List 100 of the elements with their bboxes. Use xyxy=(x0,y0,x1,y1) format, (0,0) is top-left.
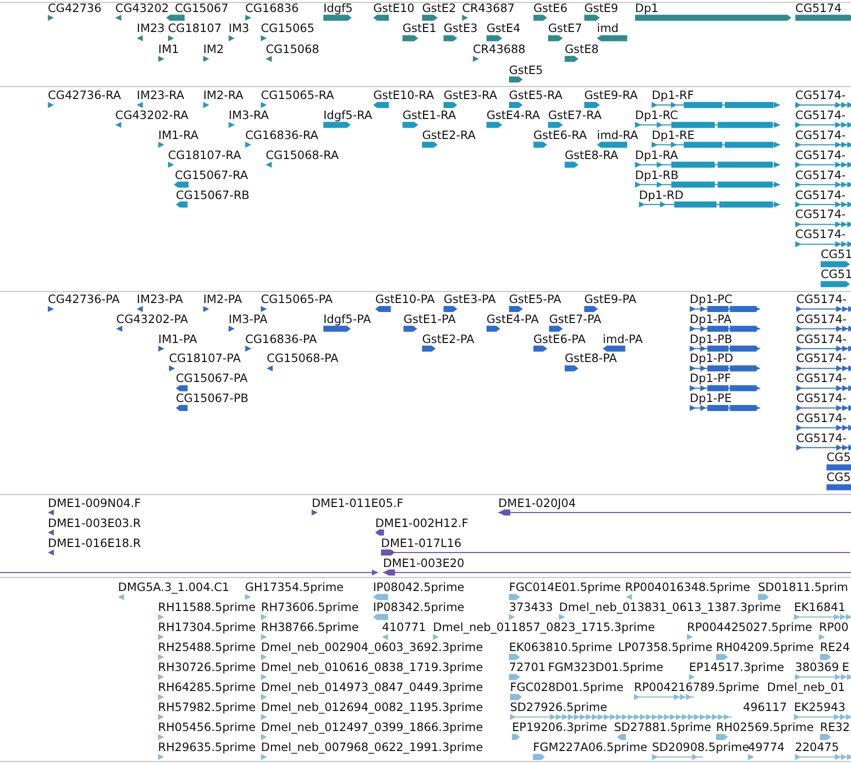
feature-label: CG51 xyxy=(820,268,851,280)
feature-label: FGM227A06.5prime xyxy=(533,741,648,753)
feature-label: CG5174- xyxy=(795,228,846,240)
feature-label: GstE5-RA xyxy=(509,89,563,101)
feature-label: EP19206.3prime xyxy=(512,721,608,733)
feature-label: RP004016348.5prime xyxy=(625,581,750,593)
feature-label: CG18107-RA xyxy=(168,148,242,161)
feature-label: CG15067 xyxy=(174,2,228,14)
feature-label: GstE1-PA xyxy=(404,312,456,325)
feature-label: GstE1 xyxy=(402,22,436,34)
feature-label: FGC014E01.5prime xyxy=(509,581,621,593)
feature-label: RH25488.5prime xyxy=(158,641,256,653)
feature-label: IP08342.5prime xyxy=(373,601,464,613)
feature-label: CG18107-PA xyxy=(169,352,241,364)
feature-label: RE32 xyxy=(820,721,850,733)
feature-label: CG5174- xyxy=(795,108,846,121)
feature-label: Dp1-RE xyxy=(652,128,695,141)
feature-label: Dmel_neb_014973_0847_0449.3prime xyxy=(261,681,483,693)
feature-label: 220475 xyxy=(795,741,839,753)
feature-label: GstE7-RA xyxy=(548,108,602,121)
feature-label: Idgf5-PA xyxy=(323,312,371,325)
feature-label: Dmel_neb_012694_0082_1195.3prime xyxy=(261,701,483,713)
feature-label: GstE10-RA xyxy=(373,89,434,101)
feature-label: GstE9-RA xyxy=(584,89,638,101)
feature-label: GstE5-PA xyxy=(509,293,562,305)
feature-label: GstE10-PA xyxy=(375,293,435,305)
feature-label: GstE8-RA xyxy=(564,148,618,161)
feature-label: imd-PA xyxy=(602,332,643,345)
feature-label: CG16836-RA xyxy=(245,128,318,141)
feature-label: Dp1-PC xyxy=(690,293,732,305)
feature-label: IM23 xyxy=(136,22,165,34)
feature-label: SD01811.5prim xyxy=(758,581,848,593)
feature-label: IM3 xyxy=(228,22,250,34)
feature-label: CG51 xyxy=(820,248,851,260)
feature-label: IM3-PA xyxy=(228,312,268,325)
feature-label: RH17304.5prime xyxy=(158,621,256,633)
feature-label: DME1-020J04 xyxy=(498,496,576,508)
feature-label: SD27881.5prime xyxy=(614,721,712,733)
feature-label: Dmel_neb_010616_0838_1719.3prime xyxy=(261,661,483,673)
feature-label: RH02569.5prime xyxy=(716,721,814,733)
feature-label: RH57982.5prime xyxy=(158,701,256,713)
feature-label: GstE4 xyxy=(486,22,520,34)
feature-label: RP004425027.5prime xyxy=(687,621,812,633)
feature-label: CG5174- xyxy=(795,89,846,101)
feature-label: DME1-009N04.F xyxy=(48,496,141,508)
feature-label: CG5174- xyxy=(796,293,847,305)
feature-label: DME1-003E20 xyxy=(383,556,464,568)
feature-label: GstE2-RA xyxy=(422,128,476,141)
feature-label: CG5174- xyxy=(795,128,846,141)
feature-label: GstE4-PA xyxy=(486,312,539,325)
feature-label: Dp1-PD xyxy=(690,352,734,364)
feature-label: CG15067-RA xyxy=(174,168,248,181)
feature-label: CG15068 xyxy=(266,42,320,55)
feature-label: Dp1-RB xyxy=(635,168,679,181)
feature-label: RH29635.5prime xyxy=(158,741,256,753)
feature-label: CG15067-PA xyxy=(176,372,248,384)
feature-label: imd-RA xyxy=(596,128,638,141)
feature-label: CG5174- xyxy=(796,312,847,325)
feature-label: GstE7 xyxy=(548,22,582,34)
feature-label: 72701 xyxy=(509,661,546,673)
feature-label: GstE9-PA xyxy=(584,293,636,305)
feature-label: IM1-PA xyxy=(158,332,198,345)
feature-label: RH04209.5prime xyxy=(716,641,814,653)
feature-label: CG5174- xyxy=(795,168,846,181)
feature-label: Dp1-PF xyxy=(690,372,731,384)
feature-label: GstE5 xyxy=(509,64,543,76)
feature-label: GstE1-RA xyxy=(402,108,456,121)
feature-label: CG5 xyxy=(826,451,851,464)
feature-label: CG5174- xyxy=(795,148,846,161)
feature-label: CG15068-RA xyxy=(266,148,339,161)
feature-label: CG15067-PB xyxy=(176,392,248,404)
feature-label: GstE6 xyxy=(533,2,568,14)
feature-label: Dp1-PE xyxy=(690,392,732,404)
feature-label: RE24 xyxy=(820,641,850,653)
feature-label: DME1-002H12.F xyxy=(375,516,468,528)
feature-label: CG5174 xyxy=(795,2,842,14)
feature-label: CG43202-RA xyxy=(115,108,188,121)
feature-label: CG42736-RA xyxy=(48,89,121,101)
feature-label: SD20908.5prime xyxy=(652,741,750,753)
feature-label: GH17354.5prime xyxy=(245,581,344,593)
feature-label: EK063810.5prime xyxy=(509,641,612,653)
feature-label: RP004216789.5prime xyxy=(634,681,760,693)
feature-label: Idgf5-RA xyxy=(323,108,372,121)
feature-label: RH05456.5prime xyxy=(158,721,256,733)
feature-label: IM3-RA xyxy=(228,108,269,121)
feature-label: IM23-RA xyxy=(136,89,184,101)
feature-label: CG15065-PA xyxy=(260,293,333,305)
feature-label: SD27926.5prime xyxy=(510,701,608,713)
feature-label: Dmel_neb_002904_0603_3692.3prime xyxy=(261,641,483,653)
feature-label: IM2-RA xyxy=(203,89,244,101)
feature-label: 496117 xyxy=(743,701,787,713)
feature-label: IM1 xyxy=(158,42,179,55)
feature-label: EK25943 xyxy=(794,701,846,713)
feature-label: CG43202 xyxy=(115,2,169,14)
feature-label: Dmel_neb_013831_0613_1387.3prime xyxy=(559,601,781,613)
feature-label: EK16841 xyxy=(794,601,846,613)
feature-label: FGM323D01.5prime xyxy=(548,661,664,673)
feature-label: RH11588.5prime xyxy=(158,601,256,613)
feature-label: Dp1-RF xyxy=(652,89,694,101)
feature-label: Dmel_neb_011857_0823_1715.3prime xyxy=(433,621,655,633)
